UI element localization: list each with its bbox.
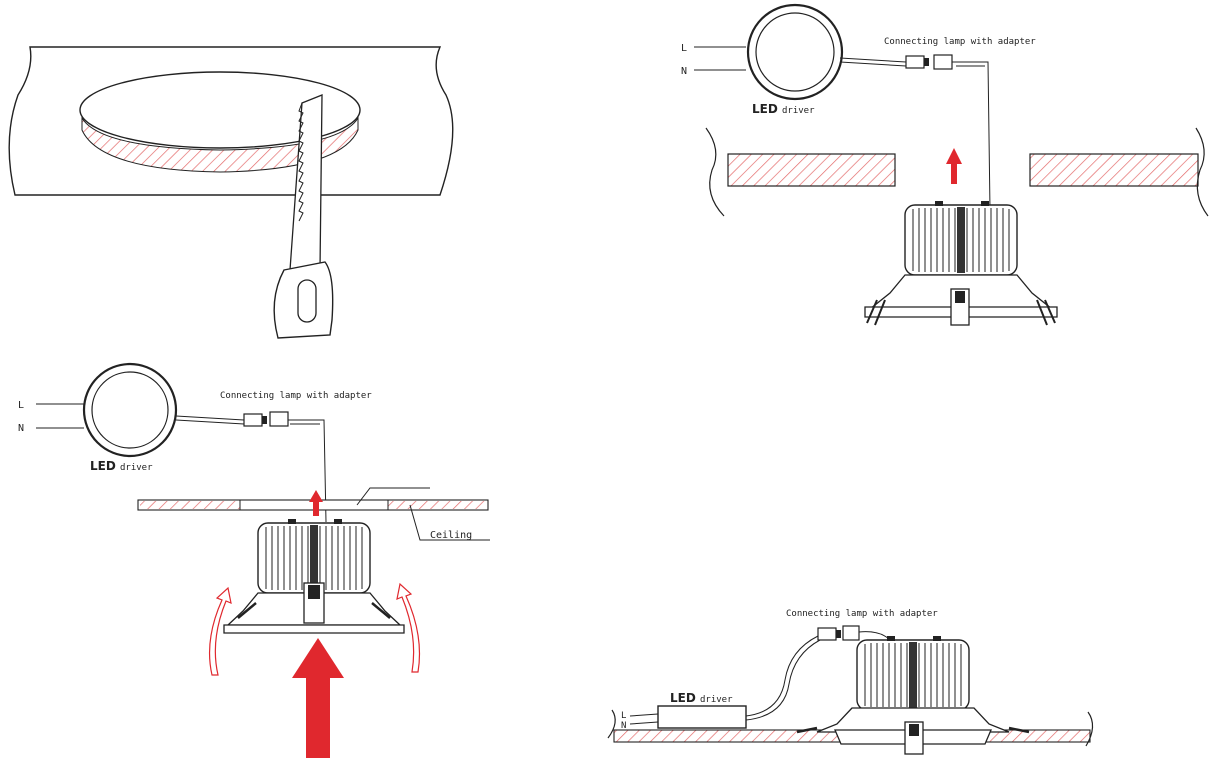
driver-label-led: LED: [90, 459, 116, 473]
saw-icon: [273, 94, 334, 339]
adapter-label: Connecting lamp with adapter: [786, 609, 938, 619]
hole-outline: [79, 71, 361, 149]
ceiling-label: Ceiling: [430, 530, 472, 541]
panel-push-into-ceiling: L N LED driver Connecting lamp with adap…: [18, 362, 490, 758]
driver-label-led: LED: [670, 691, 696, 705]
curved-arrow-left-icon: [208, 586, 232, 676]
panel-wiring-before-insert: L N LED driver Connecting lamp with adap…: [681, 3, 1209, 326]
led-driver-icon: [746, 3, 844, 101]
adapter-connector-icon: [817, 625, 860, 641]
downlight-lamp: [796, 635, 1030, 755]
adapter-connector-icon: [905, 54, 953, 70]
line-label-l: L: [621, 711, 626, 721]
panel-cut-hole: [8, 46, 454, 339]
line-label-n: N: [681, 66, 687, 77]
led-driver-icon: [82, 362, 178, 458]
line-label-n: N: [18, 423, 24, 434]
line-label-l: L: [681, 43, 687, 54]
adapter-label: Connecting lamp with adapter: [220, 391, 372, 401]
driver-label-word: driver: [120, 463, 153, 473]
ceiling-right-section: [1029, 153, 1199, 187]
arrow-up-small-icon: [309, 490, 323, 516]
driver-label-word: driver: [700, 695, 733, 705]
adapter-label: Connecting lamp with adapter: [884, 37, 1036, 47]
driver-label-led: LED: [752, 102, 778, 116]
adapter-connector-icon: [243, 411, 289, 427]
driver-label-word: driver: [782, 106, 815, 116]
hole-cut-edge: [81, 116, 359, 173]
line-label-l: L: [18, 400, 24, 411]
arrow-up-icon: [946, 148, 962, 184]
led-driver-box-icon: [657, 705, 747, 729]
big-arrow-up-icon: [292, 638, 344, 758]
downlight-lamp: [864, 200, 1058, 326]
downlight-lamp: [223, 518, 405, 634]
ceiling-left-section: [727, 153, 896, 187]
curved-arrow-right-icon: [396, 582, 421, 673]
panel-installed: LED driver L N Connecting lamp with adap…: [607, 609, 1094, 755]
line-label-n: N: [621, 721, 626, 731]
